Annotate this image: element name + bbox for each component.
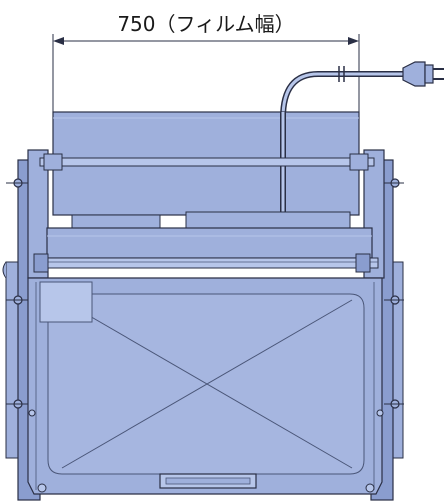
middle-mechanism <box>46 211 373 259</box>
roller-shaft <box>39 153 375 171</box>
power-plug <box>402 61 444 87</box>
lower-cabinet <box>27 277 384 495</box>
front-handle <box>159 473 257 489</box>
dimension-annotation: 750（フィルム幅） <box>52 12 360 112</box>
dimension-label: 750（フィルム幅） <box>117 12 294 36</box>
hinge-rail <box>33 253 379 273</box>
dimension-arrow-left <box>53 37 64 45</box>
dimension-arrow-right <box>348 37 359 45</box>
